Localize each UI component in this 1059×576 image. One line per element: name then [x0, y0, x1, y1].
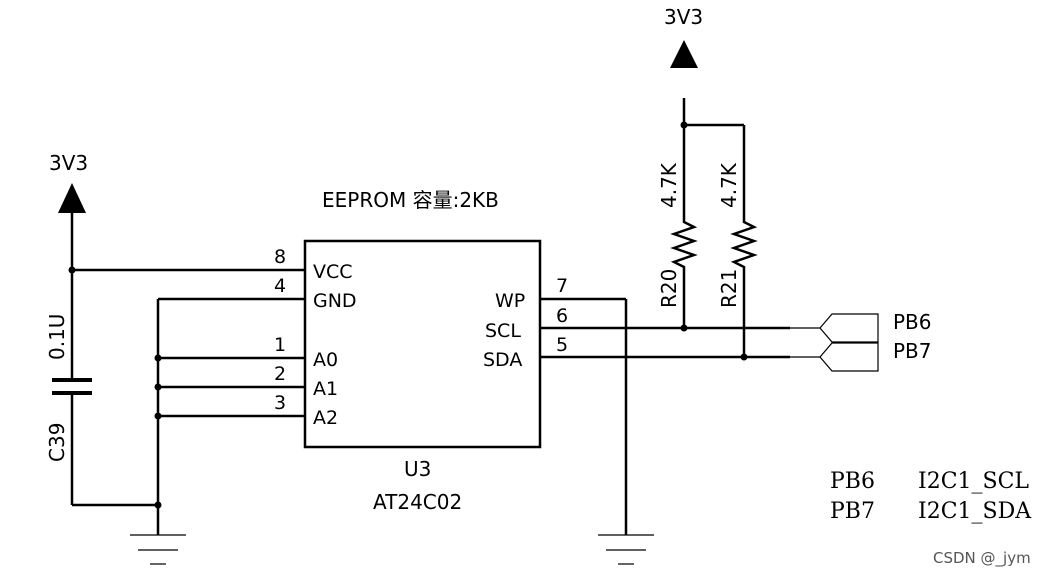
pin-name-a2: A2: [313, 407, 338, 429]
pin-name-scl: SCL: [485, 320, 521, 342]
pin-function-legend: PB6 I2C1_SCL PB7 I2C1_SDA: [830, 469, 1032, 524]
pin-number-3: 3: [274, 392, 286, 414]
r20-value: 4.7K: [657, 162, 681, 208]
eeprom-chip: EEPROM 容量:2KB U3 AT24C02 8 VCC 4 GND 1 A…: [274, 188, 568, 514]
net-port-pb7: PB7: [819, 339, 932, 372]
legend-func-pb7: I2C1_SDA: [918, 499, 1032, 524]
watermark: CSDN @_jym: [933, 549, 1031, 568]
pin-number-2: 2: [274, 363, 286, 385]
pin-name-gnd: GND: [313, 290, 357, 312]
right-ground-symbol: [598, 534, 654, 565]
pin-name-vcc: VCC: [313, 261, 353, 283]
resistor-r21: 4.7K R21: [717, 162, 758, 357]
r20-ref: R20: [657, 269, 681, 308]
legend-pin-pb7: PB7: [830, 499, 875, 524]
legend-pin-pb6: PB6: [830, 469, 875, 494]
r21-ref: R21: [717, 269, 741, 308]
pin-number-8: 8: [274, 246, 286, 268]
chip-part: AT24C02: [373, 490, 462, 514]
pin-name-sda: SDA: [483, 349, 522, 371]
net-port-pb6-label: PB6: [893, 310, 932, 334]
left-power-symbol: 3V3: [49, 151, 88, 213]
capacitor-c39: 0.1U C39: [45, 314, 92, 462]
capacitor-value: 0.1U: [45, 314, 69, 360]
chip-ref: U3: [404, 457, 431, 481]
net-port-pb7-label: PB7: [893, 339, 932, 363]
net-port-pb6: PB6: [819, 310, 932, 343]
resistor-r20: 4.7K R20: [657, 162, 698, 328]
pin-name-wp: WP: [495, 290, 525, 312]
pin-number-1: 1: [274, 334, 286, 356]
pin-number-5: 5: [556, 334, 568, 356]
left-ground-symbol: [130, 534, 186, 565]
pin-number-6: 6: [556, 305, 568, 327]
pin-number-4: 4: [274, 275, 286, 297]
pin-name-a0: A0: [313, 349, 338, 371]
left-supply-label: 3V3: [49, 151, 88, 175]
capacitor-ref: C39: [45, 423, 69, 462]
r21-value: 4.7K: [717, 162, 741, 208]
pin-number-7: 7: [556, 275, 568, 297]
top-power-symbol: 3V3: [664, 5, 703, 68]
legend-func-pb6: I2C1_SCL: [918, 469, 1029, 494]
top-supply-label: 3V3: [664, 5, 703, 29]
eeprom-title: EEPROM 容量:2KB: [322, 188, 499, 212]
pin-name-a1: A1: [313, 378, 338, 400]
